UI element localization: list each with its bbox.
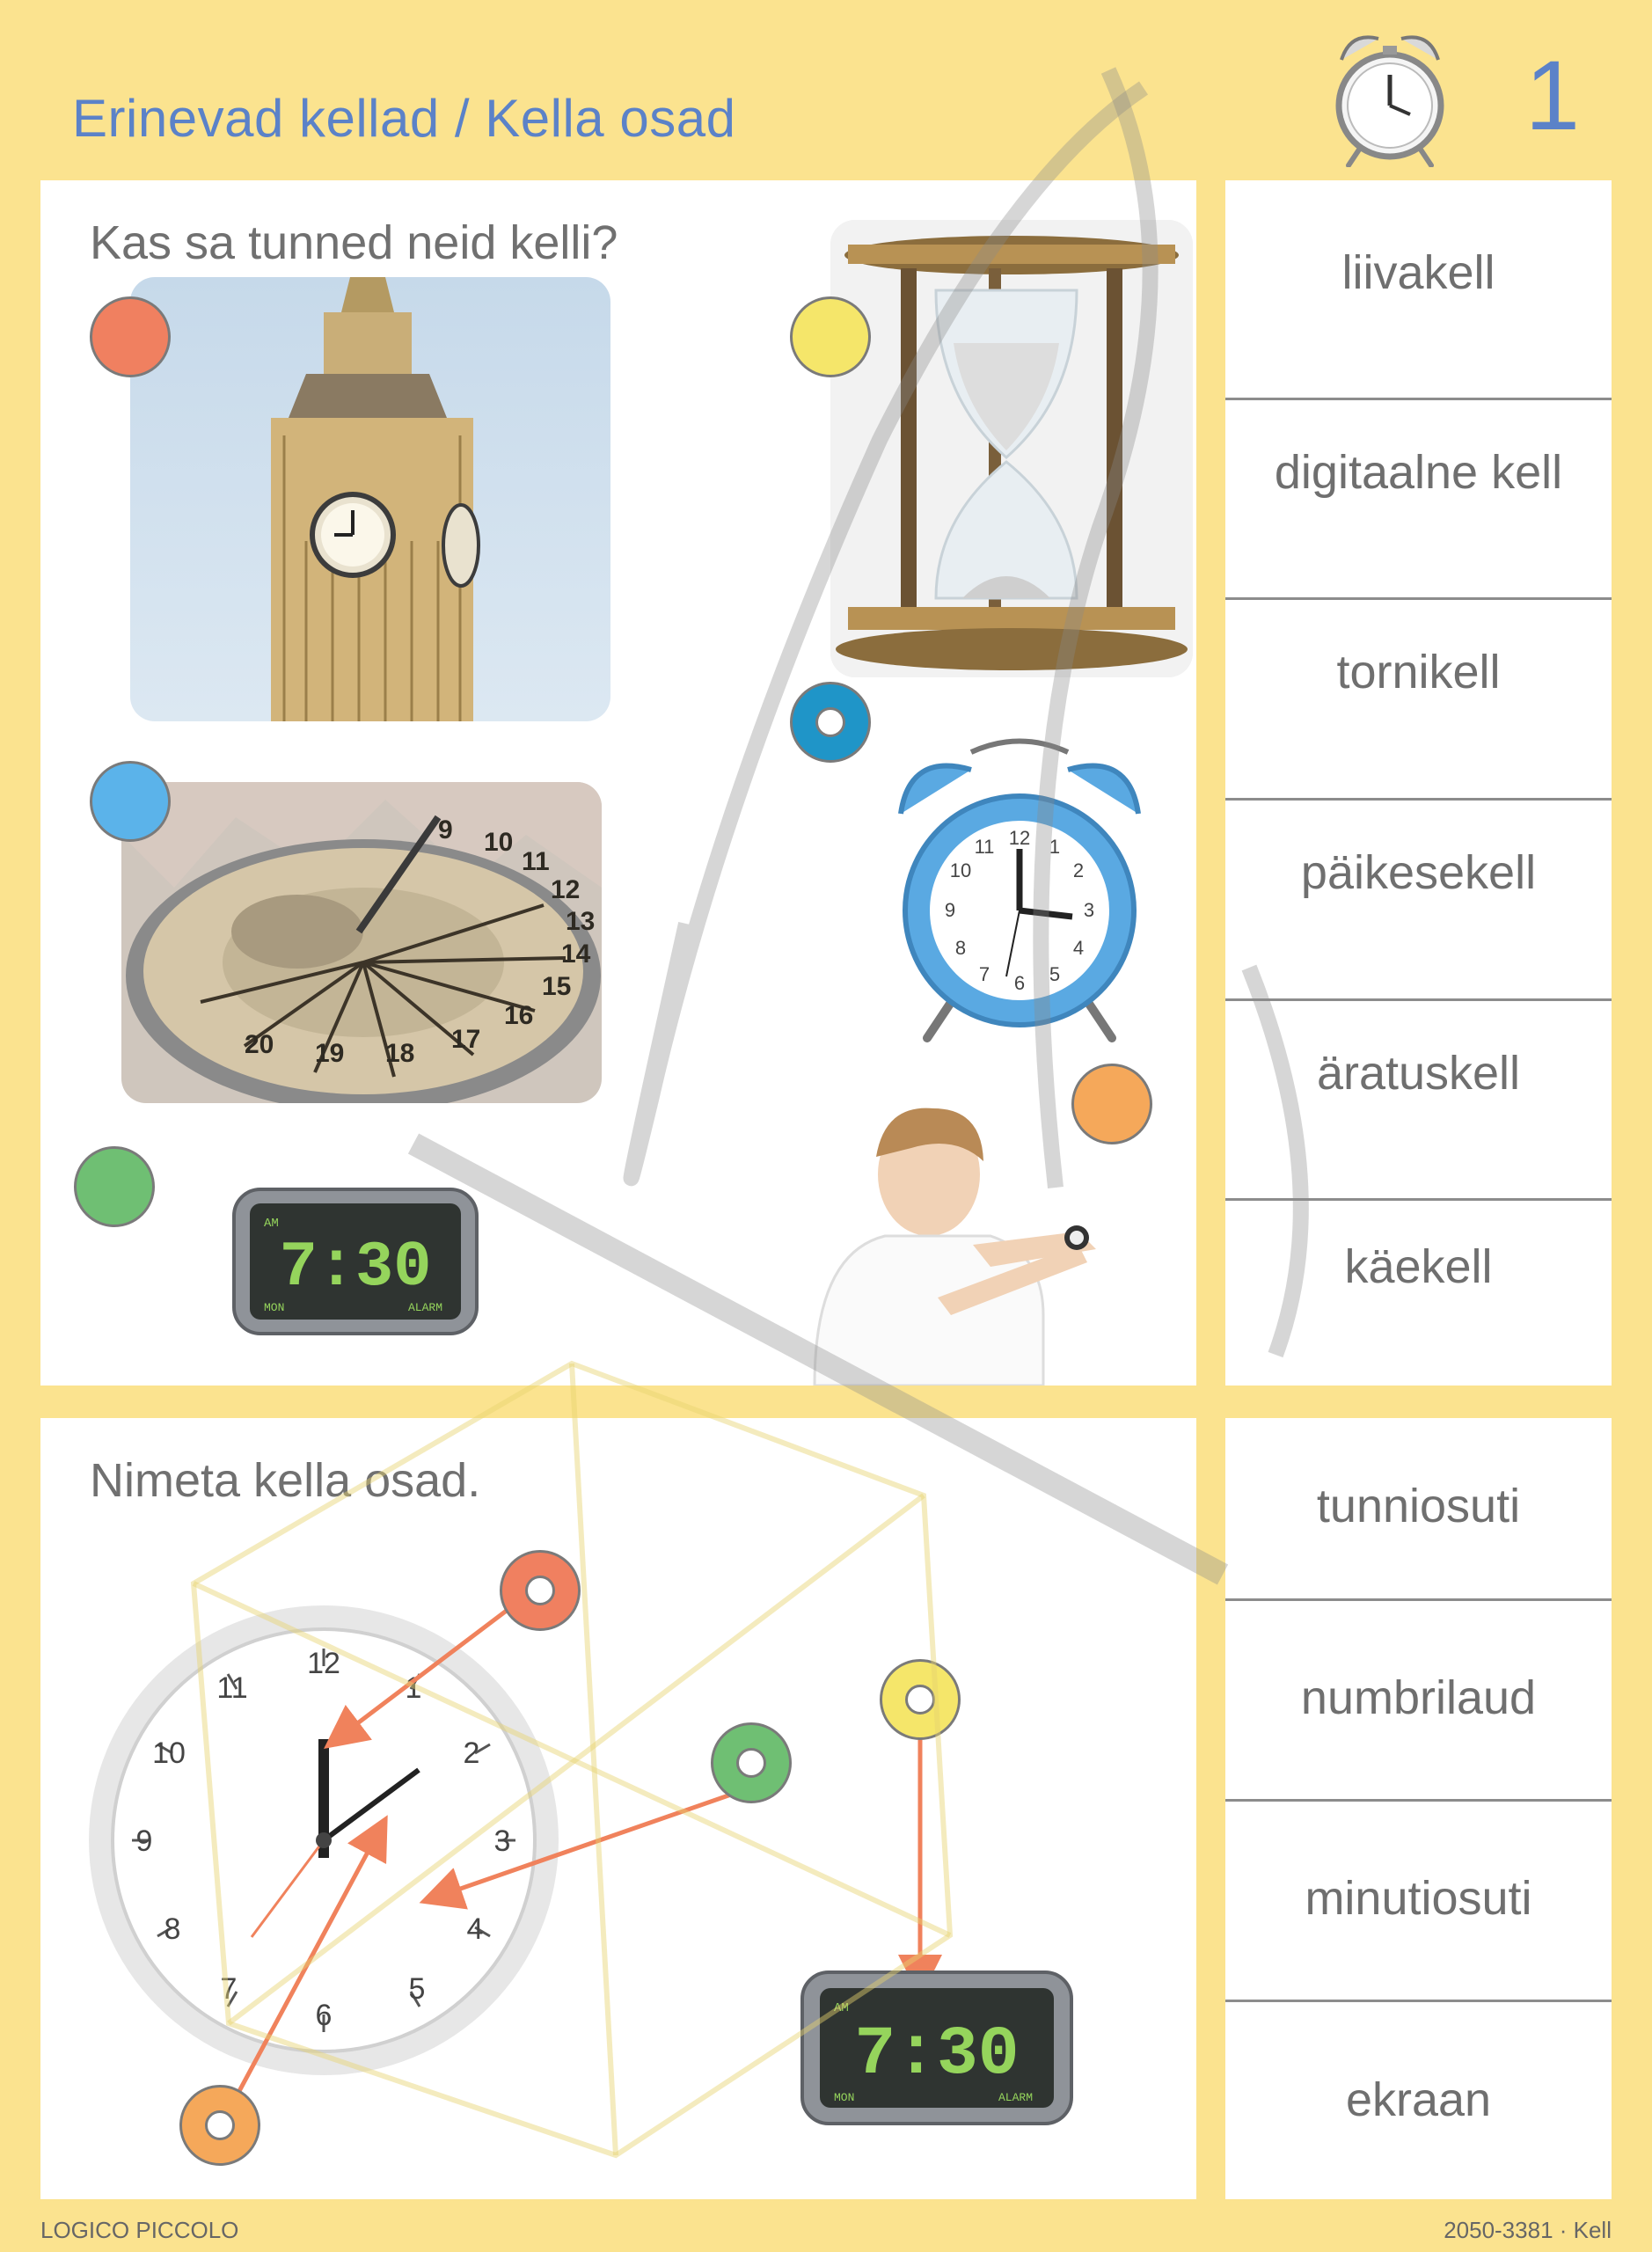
- alarm-clock-image: 12 1 2 3 4 5 6 7 8 9 10 11: [898, 738, 1141, 1042]
- digital-time: 7:30: [854, 2016, 1019, 2094]
- digital-day: MON: [834, 2091, 854, 2104]
- sundial-number: 18: [385, 1039, 414, 1068]
- label-divider: [1225, 998, 1612, 1001]
- alarm-number: 1: [1049, 836, 1060, 858]
- digital-clock-part-image: AM 7:30 MON ALARM: [800, 1970, 1073, 2125]
- clock-parts-panel: Nimeta kella osad. 12 1 2 3 4 5 6: [40, 1418, 1196, 2199]
- page-number: 1: [1524, 40, 1580, 150]
- sundial-number: 19: [315, 1039, 344, 1068]
- label-liivakell[interactable]: liivakell: [1341, 246, 1495, 299]
- digital-time: 7:30: [280, 1232, 432, 1304]
- marker-light-orange[interactable]: [1071, 1064, 1152, 1144]
- digital-day: MON: [264, 1301, 284, 1314]
- clock-number: 8: [164, 1912, 181, 1946]
- page-title: Erinevad kellad / Kella osad: [72, 89, 736, 148]
- footer-code: 2050-3381 · Kell: [1444, 2217, 1612, 2243]
- alarm-number: 6: [1014, 972, 1025, 994]
- part-marker-light-orange[interactable]: [179, 2085, 260, 2166]
- clock-number: 6: [316, 1999, 333, 2032]
- hourglass-image: [830, 220, 1193, 677]
- clock-number: 5: [409, 1972, 426, 2006]
- footer-publisher: LOGICO PICCOLO: [40, 2217, 239, 2243]
- label-divider: [1225, 597, 1612, 600]
- label-divider: [1225, 2000, 1612, 2002]
- clock-number: 3: [494, 1824, 511, 1858]
- part-marker-yellow[interactable]: [880, 1659, 961, 1740]
- digital-am: AM: [264, 1217, 279, 1231]
- label-kaekell[interactable]: käekell: [1344, 1240, 1493, 1293]
- sundial-number: 10: [484, 828, 513, 857]
- marker-green[interactable]: [74, 1146, 155, 1227]
- sundial-number: 16: [504, 1001, 533, 1030]
- alarm-number: 11: [975, 836, 995, 858]
- digital-alarm: ALARM: [408, 1301, 442, 1314]
- label-paikesekell[interactable]: päikesekell: [1300, 846, 1537, 899]
- alarm-number: 3: [1084, 899, 1094, 921]
- clock-number: 12: [307, 1647, 340, 1680]
- digital-alarm: ALARM: [998, 2091, 1033, 2104]
- sundial-number: 13: [566, 907, 595, 936]
- marker-teal[interactable]: [790, 682, 871, 763]
- clock-number: 10: [152, 1737, 186, 1770]
- part-marker-green[interactable]: [711, 1722, 792, 1803]
- marker-orange[interactable]: [90, 296, 171, 377]
- digital-am: AM: [834, 2001, 849, 2015]
- label-divider: [1225, 1598, 1612, 1601]
- alarm-clock-icon: [1335, 35, 1444, 167]
- clock-number: 2: [464, 1737, 480, 1770]
- alarm-number: 10: [950, 859, 971, 881]
- sundial-number: 11: [522, 847, 550, 876]
- label-numbrilaud[interactable]: numbrilaud: [1300, 1671, 1537, 1724]
- part-marker-orange[interactable]: [500, 1550, 581, 1631]
- section1-prompt: Kas sa tunned neid kelli?: [90, 216, 618, 269]
- label-aratuskell[interactable]: äratuskell: [1316, 1047, 1521, 1100]
- sundial-number: 9: [438, 815, 453, 844]
- clock-types-panel: Kas sa tunned neid kelli?: [40, 180, 1196, 1386]
- section2-prompt: Nimeta kella osad.: [90, 1454, 481, 1507]
- digital-clock-image: AM 7:30 MON ALARM: [232, 1188, 479, 1335]
- marker-yellow[interactable]: [790, 296, 871, 377]
- clock-parts-label-column: tunniosuti numbrilaud minutiosuti ekraan: [1225, 1418, 1612, 2199]
- alarm-number: 8: [955, 937, 966, 959]
- tower-clock-image: [130, 277, 610, 721]
- sundial-number: 12: [551, 875, 580, 904]
- label-digitaalne-kell[interactable]: digitaalne kell: [1274, 446, 1563, 499]
- marker-blue[interactable]: [90, 761, 171, 842]
- label-divider: [1225, 1799, 1612, 1802]
- sundial-image: 20 19 18 17 16 15 14 13 12 11 10 9: [121, 782, 602, 1103]
- alarm-number: 5: [1049, 963, 1060, 985]
- clock-number: 4: [467, 1912, 484, 1946]
- sundial-number: 15: [542, 972, 571, 1001]
- alarm-number: 2: [1073, 859, 1084, 881]
- clock-parts-diagram: 12 1 2 3 4 5 6 7 8 9 10 11: [89, 1583, 942, 2129]
- clock-types-label-column: liivakell digitaalne kell tornikell päik…: [1225, 180, 1612, 1386]
- clock-number: 11: [216, 1671, 247, 1705]
- label-divider: [1225, 1198, 1612, 1201]
- alarm-number: 9: [945, 899, 955, 921]
- label-divider: [1225, 398, 1612, 400]
- clock-number: 9: [136, 1824, 153, 1858]
- label-ekraan[interactable]: ekraan: [1345, 2073, 1492, 2126]
- label-divider: [1225, 798, 1612, 801]
- alarm-number: 12: [1009, 827, 1030, 849]
- clock-number: 7: [221, 1972, 238, 2006]
- alarm-number: 7: [979, 963, 990, 985]
- sundial-number: 14: [561, 940, 591, 969]
- sundial-number: 20: [245, 1030, 274, 1059]
- wristwatch-image: [813, 1108, 1096, 1386]
- sundial-number: 17: [451, 1025, 480, 1054]
- label-tunniosuti[interactable]: tunniosuti: [1316, 1480, 1521, 1532]
- label-tornikell[interactable]: tornikell: [1336, 646, 1501, 698]
- label-minutiosuti[interactable]: minutiosuti: [1305, 1872, 1532, 1925]
- alarm-number: 4: [1073, 937, 1084, 959]
